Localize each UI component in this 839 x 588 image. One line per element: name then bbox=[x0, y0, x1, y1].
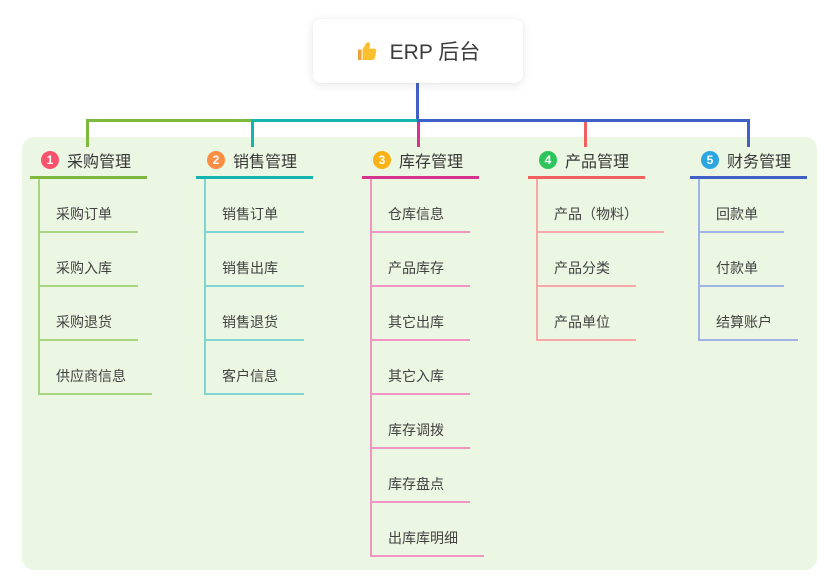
branches-panel bbox=[22, 137, 817, 570]
connector-drop-inventory bbox=[417, 122, 420, 147]
branch-finance-title[interactable]: 5 财务管理 bbox=[690, 148, 807, 172]
node-label[interactable]: 销售退货 bbox=[206, 312, 304, 341]
node-label[interactable]: 销售订单 bbox=[206, 204, 304, 233]
connector-bus-blue bbox=[417, 119, 750, 122]
branch-sales-title[interactable]: 2 销售管理 bbox=[196, 148, 313, 172]
node-label[interactable]: 采购订单 bbox=[40, 204, 138, 233]
root-label: ERP 后台 bbox=[389, 41, 481, 64]
node-settlement-account: 结算账户 bbox=[700, 287, 807, 341]
node-label[interactable]: 产品（物料） bbox=[538, 204, 664, 233]
node-purchase-return: 采购退货 bbox=[40, 287, 147, 341]
branch-product-label: 产品管理 bbox=[565, 154, 630, 171]
branch-product: 4 产品管理 产品（物料） 产品分类 产品单位 bbox=[528, 148, 664, 341]
connector-drop-purchase bbox=[86, 119, 89, 147]
node-purchase-inbound: 采购入库 bbox=[40, 233, 147, 287]
node-payment-order: 付款单 bbox=[700, 233, 807, 287]
connector-bus-teal bbox=[251, 119, 420, 122]
badge-3: 3 bbox=[373, 151, 391, 169]
branch-finance-children: 回款单 付款单 结算账户 bbox=[698, 179, 807, 341]
branch-product-children: 产品（物料） 产品分类 产品单位 bbox=[536, 179, 664, 341]
node-label[interactable]: 采购退货 bbox=[40, 312, 138, 341]
node-stock-take: 库存盘点 bbox=[372, 449, 479, 503]
node-label[interactable]: 付款单 bbox=[700, 258, 784, 287]
branch-sales: 2 销售管理 销售订单 销售出库 销售退货 客户信息 bbox=[196, 148, 313, 395]
node-product-category: 产品分类 bbox=[538, 233, 645, 287]
branch-product-title[interactable]: 4 产品管理 bbox=[528, 148, 645, 172]
node-label[interactable]: 出库库明细 bbox=[372, 528, 484, 557]
branch-sales-rule bbox=[196, 176, 313, 179]
node-supplier-info: 供应商信息 bbox=[40, 341, 152, 395]
branch-inventory-rule bbox=[362, 176, 479, 179]
node-label[interactable]: 库存盘点 bbox=[372, 474, 470, 503]
branch-sales-children: 销售订单 销售出库 销售退货 客户信息 bbox=[204, 179, 313, 395]
branch-purchase: 1 采购管理 采购订单 采购入库 采购退货 供应商信息 bbox=[30, 148, 152, 395]
branch-product-rule bbox=[528, 176, 645, 179]
badge-1: 1 bbox=[41, 151, 59, 169]
connector-bus-green bbox=[86, 119, 254, 122]
node-label[interactable]: 采购入库 bbox=[40, 258, 138, 287]
node-label[interactable]: 结算账户 bbox=[700, 312, 798, 341]
root-node[interactable]: ERP 后台 bbox=[313, 19, 523, 83]
branch-purchase-label: 采购管理 bbox=[67, 154, 132, 171]
node-purchase-order: 采购订单 bbox=[40, 179, 147, 233]
node-label[interactable]: 其它入库 bbox=[372, 366, 470, 395]
node-label[interactable]: 销售出库 bbox=[206, 258, 304, 287]
node-other-inbound: 其它入库 bbox=[372, 341, 479, 395]
node-stock-transfer: 库存调拨 bbox=[372, 395, 479, 449]
node-customer-info: 客户信息 bbox=[206, 341, 313, 395]
branch-inventory-children: 仓库信息 产品库存 其它出库 其它入库 库存调拨 库存盘点 出库库明细 bbox=[370, 179, 484, 557]
connector-root-drop bbox=[416, 83, 419, 120]
branch-finance: 5 财务管理 回款单 付款单 结算账户 bbox=[690, 148, 807, 341]
thumbs-up-icon bbox=[356, 39, 380, 63]
branch-inventory-label: 库存管理 bbox=[399, 154, 464, 171]
branch-purchase-title[interactable]: 1 采购管理 bbox=[30, 148, 147, 172]
node-label[interactable]: 供应商信息 bbox=[40, 366, 152, 395]
branch-sales-label: 销售管理 bbox=[233, 154, 298, 171]
node-outbound-detail: 出库库明细 bbox=[372, 503, 484, 557]
branch-purchase-rule bbox=[30, 176, 147, 179]
branch-finance-label: 财务管理 bbox=[727, 154, 792, 171]
node-product-unit: 产品单位 bbox=[538, 287, 645, 341]
node-label[interactable]: 产品库存 bbox=[372, 258, 470, 287]
node-label[interactable]: 产品单位 bbox=[538, 312, 636, 341]
connector-drop-sales bbox=[251, 119, 254, 147]
node-label[interactable]: 产品分类 bbox=[538, 258, 636, 287]
node-label[interactable]: 其它出库 bbox=[372, 312, 470, 341]
node-product-material: 产品（物料） bbox=[538, 179, 664, 233]
badge-5: 5 bbox=[701, 151, 719, 169]
connector-drop-product bbox=[584, 122, 587, 147]
node-label[interactable]: 回款单 bbox=[700, 204, 784, 233]
node-warehouse-info: 仓库信息 bbox=[372, 179, 479, 233]
node-sales-outbound: 销售出库 bbox=[206, 233, 313, 287]
branch-purchase-children: 采购订单 采购入库 采购退货 供应商信息 bbox=[38, 179, 152, 395]
node-label[interactable]: 客户信息 bbox=[206, 366, 304, 395]
node-product-stock: 产品库存 bbox=[372, 233, 479, 287]
node-other-outbound: 其它出库 bbox=[372, 287, 479, 341]
connector-drop-finance bbox=[747, 119, 750, 147]
node-label[interactable]: 库存调拨 bbox=[372, 420, 470, 449]
branch-inventory-title[interactable]: 3 库存管理 bbox=[362, 148, 479, 172]
node-sales-order: 销售订单 bbox=[206, 179, 313, 233]
node-sales-return: 销售退货 bbox=[206, 287, 313, 341]
branch-finance-rule bbox=[690, 176, 807, 179]
badge-4: 4 bbox=[539, 151, 557, 169]
node-receipt-order: 回款单 bbox=[700, 179, 807, 233]
badge-2: 2 bbox=[207, 151, 225, 169]
node-label[interactable]: 仓库信息 bbox=[372, 204, 470, 233]
branch-inventory: 3 库存管理 仓库信息 产品库存 其它出库 其它入库 库存调拨 库存盘点 出库库… bbox=[362, 148, 484, 557]
